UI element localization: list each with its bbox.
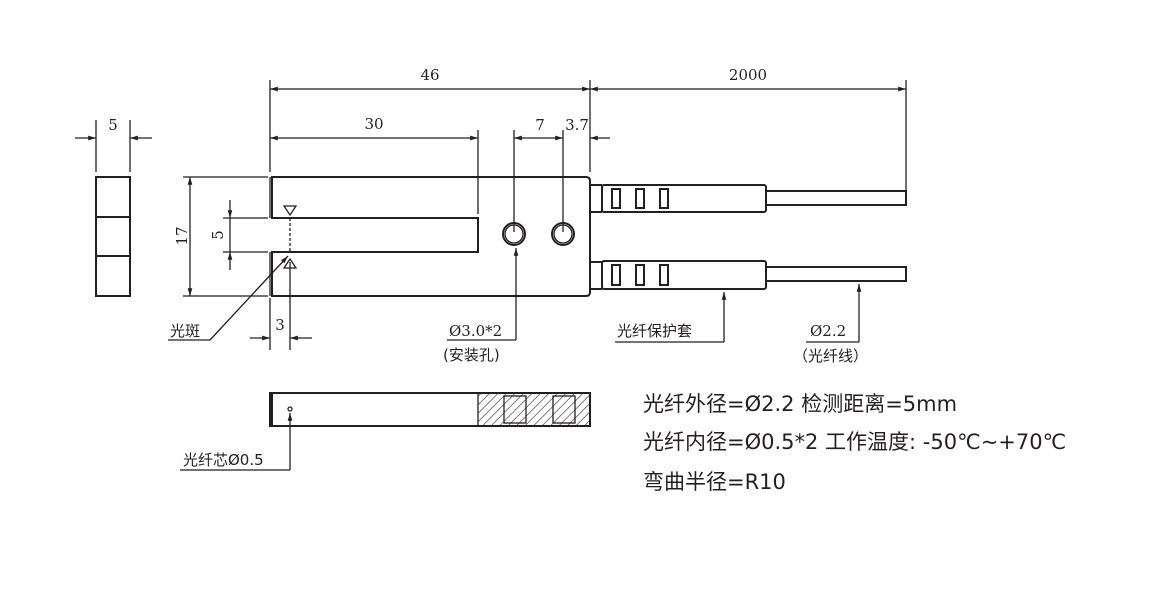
- spec-line-2: 光纤内径=Ø0.5*2 工作温度: -50℃~+70℃: [643, 430, 1066, 454]
- sensor-bottom-view: 光纤芯Ø0.5: [180, 392, 591, 471]
- spec-list: 光纤外径=Ø2.2 检测距离=5mm 光纤内径=Ø0.5*2 工作温度: -50…: [643, 392, 1066, 494]
- fiber-cables: [590, 184, 907, 290]
- dimension-lines: 46 2000 30 7 3.7 17 5 3: [173, 66, 907, 350]
- dim-height: 17: [173, 226, 191, 245]
- side-view: 5: [75, 116, 152, 297]
- label-fiber-core: 光纤芯Ø0.5: [183, 451, 264, 469]
- label-mount-hole: Ø3.0*2: [449, 322, 502, 340]
- dim-total-length: 46: [420, 66, 439, 84]
- label-fiber-sleeve: 光纤保护套: [617, 322, 692, 340]
- dim-hole-spacing: 7: [535, 116, 545, 134]
- label-mount-hole-note: (安装孔): [443, 346, 500, 364]
- sensor-body-top-view: [269, 176, 591, 297]
- dim-slot-depth: 30: [364, 115, 383, 133]
- spec-line-1: 光纤外径=Ø2.2 检测距离=5mm: [643, 392, 957, 416]
- dim-spot-offset: 3: [275, 316, 285, 334]
- emitter-triangle-icon: [282, 205, 298, 217]
- dim-cable-length: 2000: [729, 66, 767, 84]
- dim-hole-edge: 3.7: [565, 116, 589, 134]
- spec-line-3: 弯曲半径=R10: [643, 470, 786, 494]
- label-fiber-note: （光纤线）: [793, 347, 868, 365]
- label-fiber-diameter: Ø2.2: [810, 322, 846, 340]
- dim-slot-width: 5: [209, 230, 227, 240]
- callouts: 光斑 Ø3.0*2 (安装孔) 光纤保护套 Ø2.2 （光纤线）: [168, 247, 868, 365]
- label-light-spot: 光斑: [170, 322, 200, 340]
- dim-side-width: 5: [108, 116, 118, 134]
